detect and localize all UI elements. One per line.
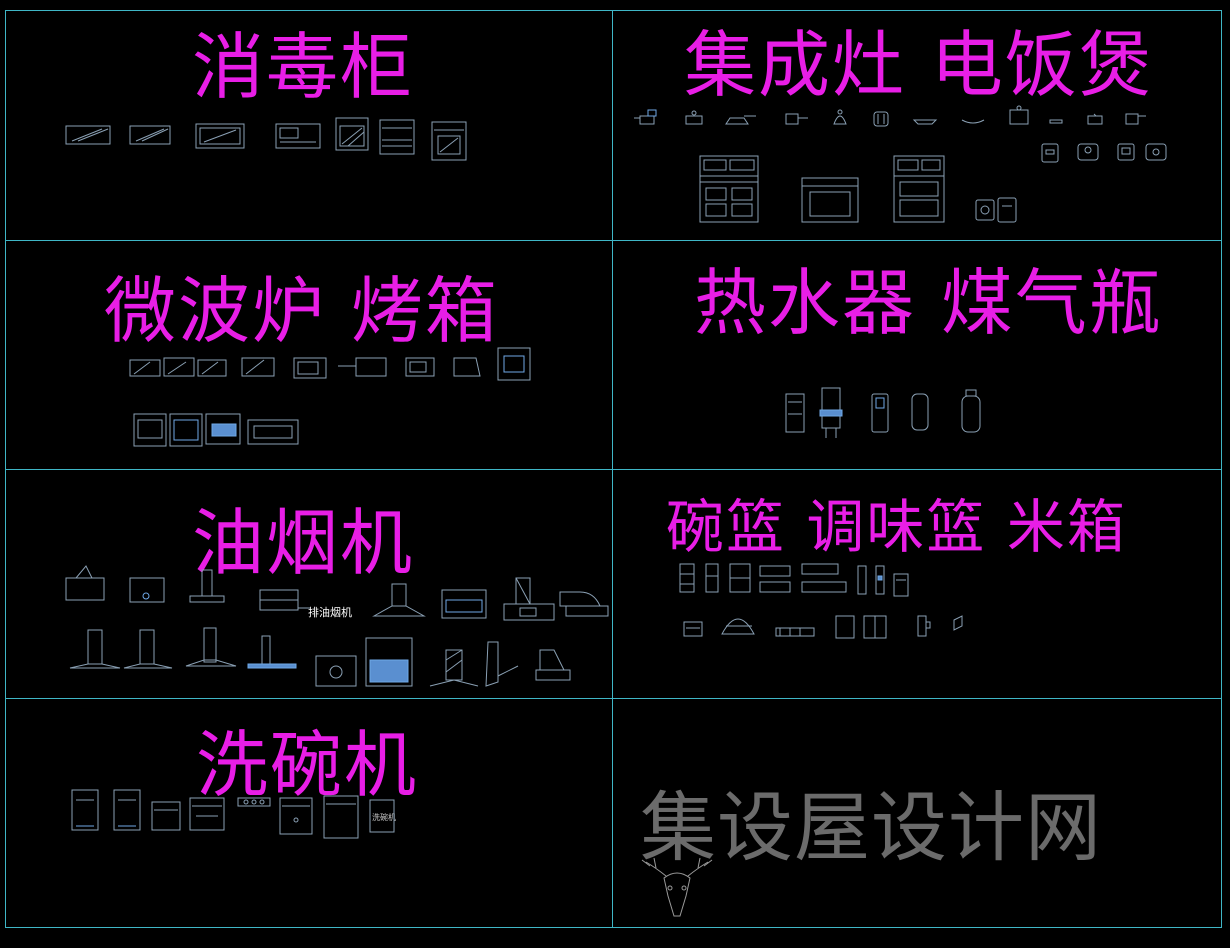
grid-bottom-line: [5, 927, 1222, 928]
grid-row3-line: [5, 698, 1222, 699]
title-sterilizer: 消毒柜: [192, 25, 415, 109]
sterilizer-symbols: [65, 117, 467, 161]
grid-left-line: [5, 10, 6, 928]
title-stove: 集成灶 电饭煲: [684, 23, 1153, 107]
stove-cabinet-symbols: [699, 155, 945, 223]
heater-symbols: [785, 387, 981, 438]
title-heater: 热水器 煤气瓶: [694, 261, 1163, 345]
stove-pot-symbols: [634, 105, 1146, 127]
hood-tag-label: 排油烟机: [308, 606, 352, 619]
grid-top-line: [5, 10, 1222, 11]
dishwasher-symbols: [71, 789, 395, 839]
grid-right-line: [1221, 10, 1222, 928]
title-basket: 碗篮 调味篮 米箱: [666, 493, 1127, 561]
microwave-symbols: [129, 347, 531, 447]
watermark-text: 集设屋设计网: [640, 783, 1102, 872]
dishwasher-tag-label: 洗碗机: [372, 813, 396, 822]
basket-symbols: [679, 563, 963, 639]
title-hood: 油烟机: [192, 501, 415, 585]
deer-skull-icon: [641, 857, 713, 917]
grid-middle-line: [612, 10, 613, 928]
grid-row1-line: [5, 240, 1222, 241]
hood-symbols: [65, 565, 609, 687]
title-microwave: 微波炉 烤箱: [104, 269, 499, 353]
title-dishwasher: 洗碗机: [196, 723, 419, 807]
stove-ricecooker-symbols: [975, 143, 1167, 223]
grid-row2-line: [5, 469, 1222, 470]
